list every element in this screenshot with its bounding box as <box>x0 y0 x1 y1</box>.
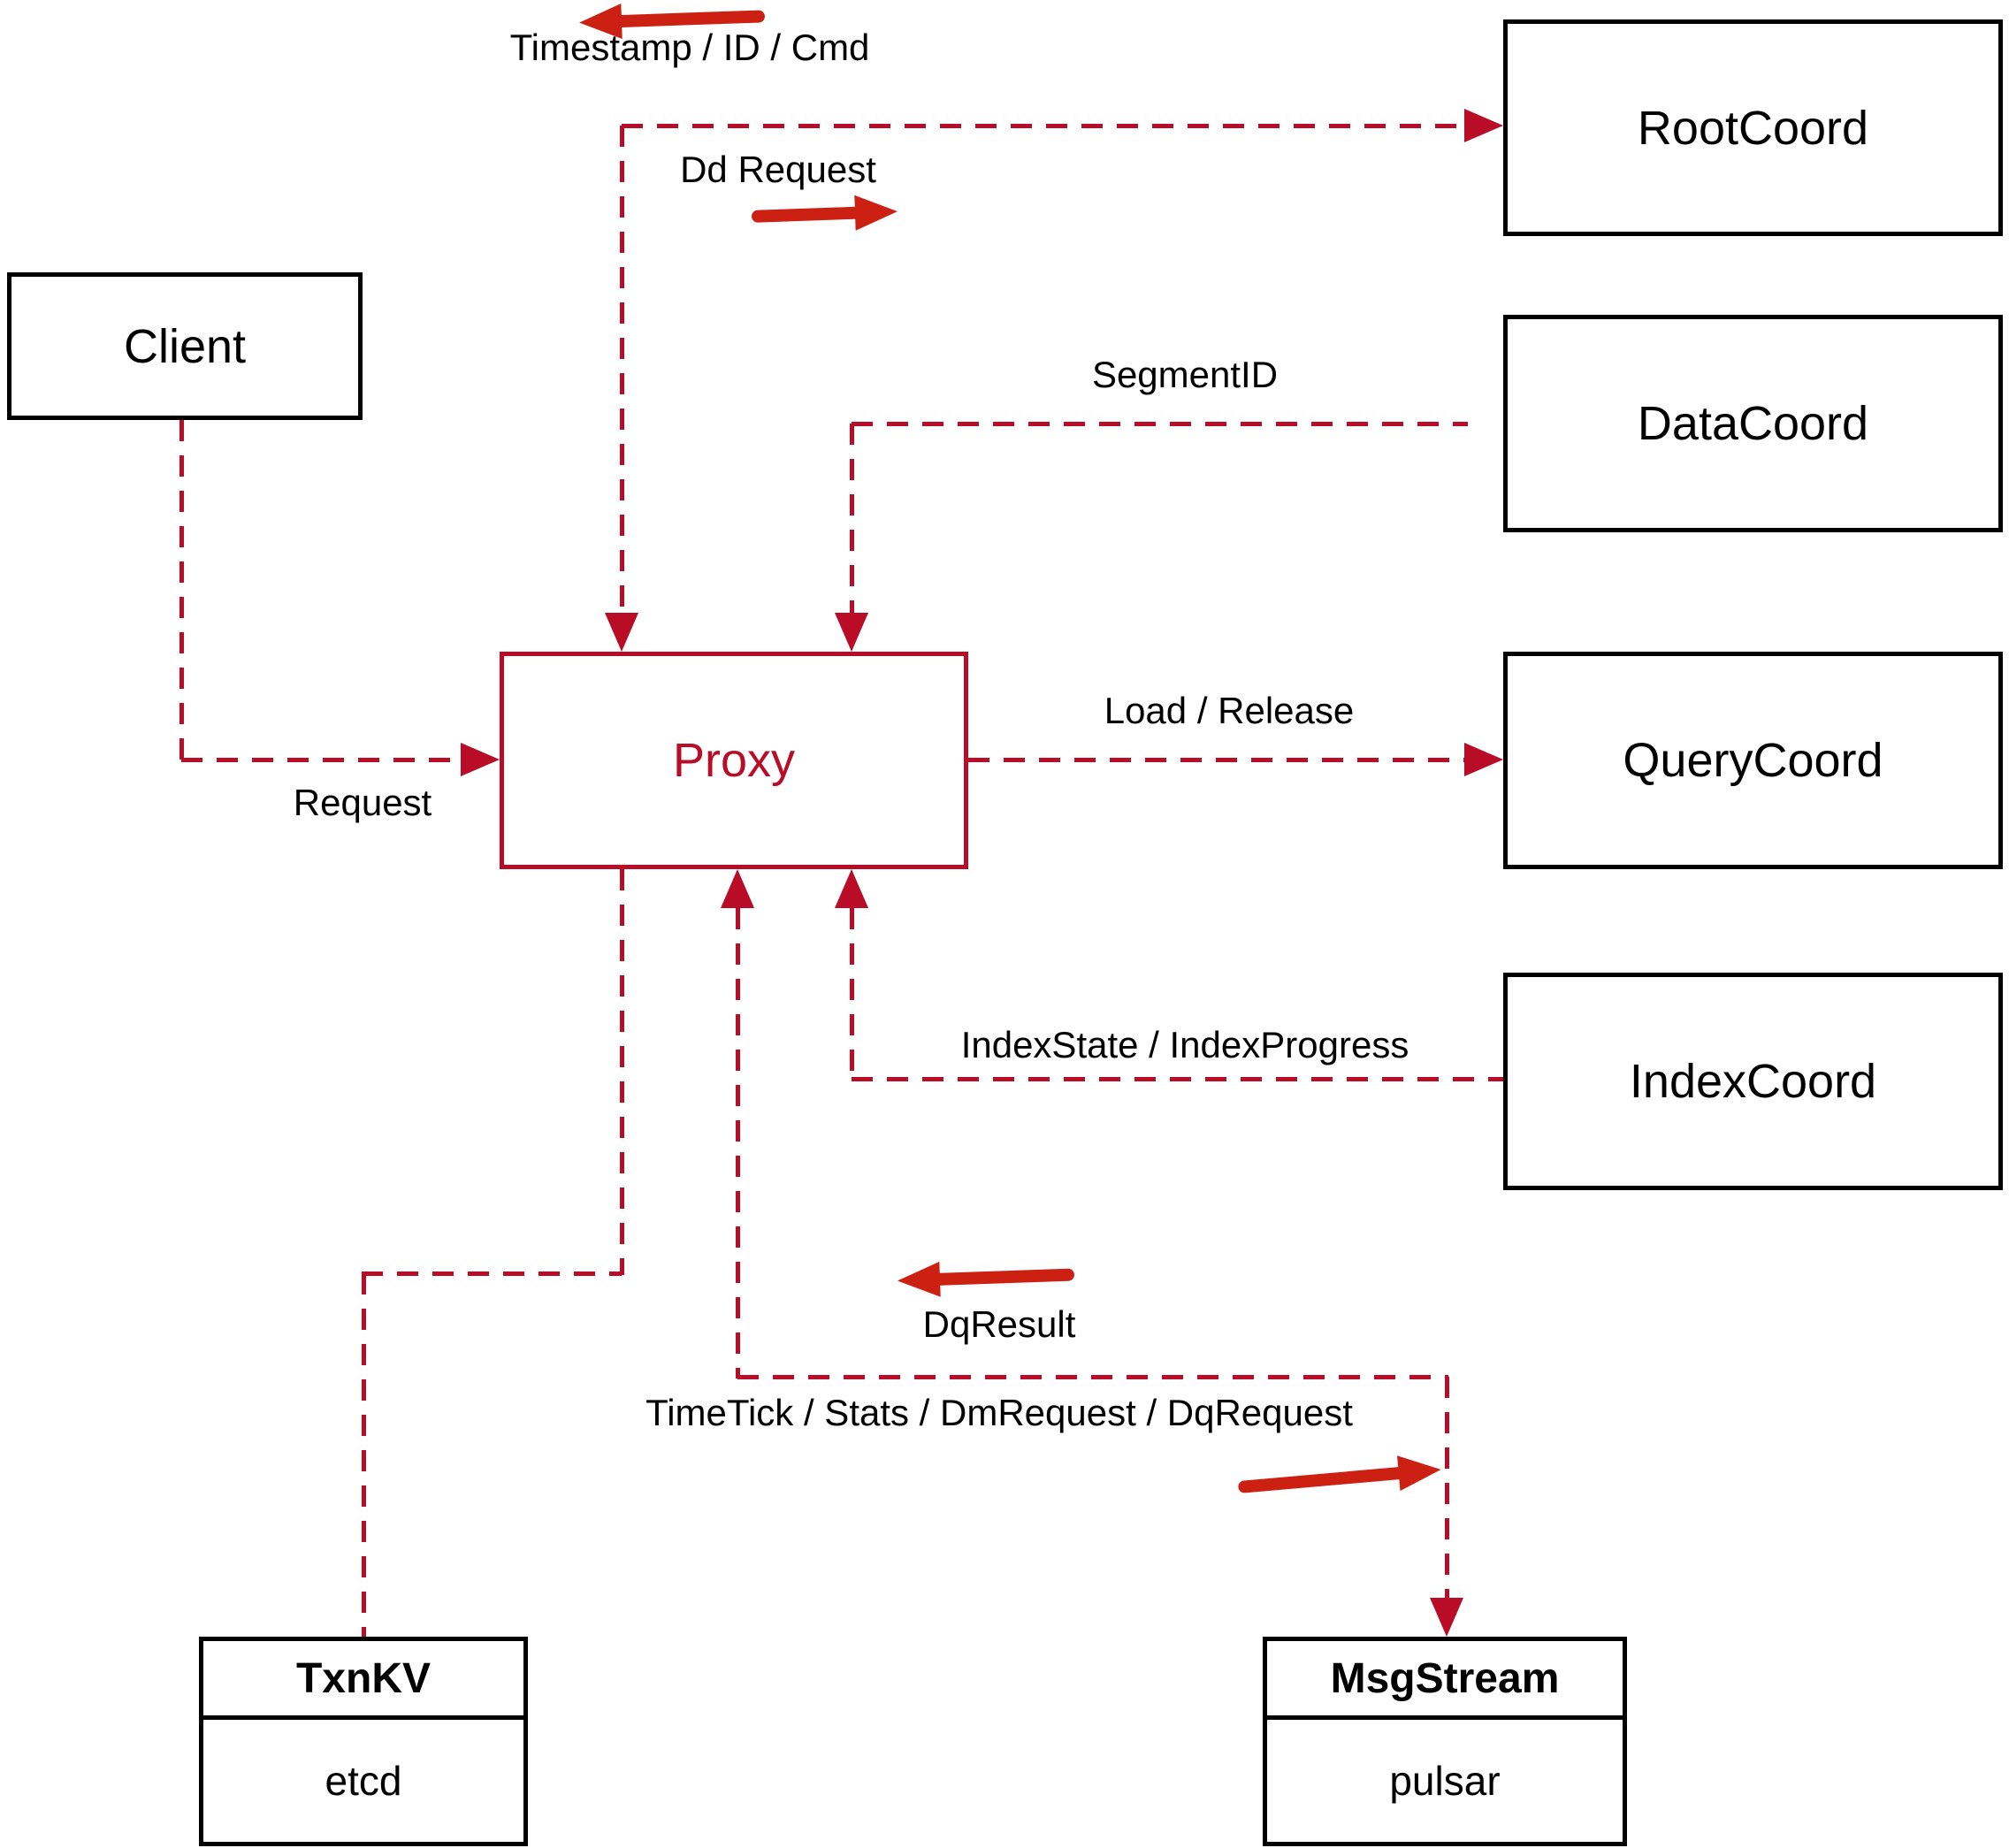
node-txnkv-subtitle: etcd <box>325 1758 402 1804</box>
node-client-label: Client <box>123 319 247 373</box>
label-segment-id: SegmentID <box>1091 354 1279 395</box>
label-request: Request <box>293 782 432 823</box>
edge-msgstream-proxy-vertical <box>736 908 740 1378</box>
node-datacoord-label: DataCoord <box>1637 397 1869 450</box>
node-rootcoord: RootCoord <box>1503 19 2003 236</box>
label-load-release: Load / Release <box>1104 690 1355 731</box>
label-dd-request: Dd Request <box>680 149 876 190</box>
node-proxy-label: Proxy <box>672 734 796 787</box>
node-querycoord-label: QueryCoord <box>1623 734 1883 787</box>
edge-proxy-querycoord-horizontal <box>968 758 1468 762</box>
edge-client-proxy-horizontal <box>181 758 464 762</box>
label-timetick: TimeTick / Stats / DmRequest / DqRequest <box>645 1392 1353 1433</box>
dq-result-arrow-left-icon <box>897 1257 1075 1299</box>
arrowhead-into-proxy-bottom-left-icon <box>721 869 754 908</box>
node-querycoord: QueryCoord <box>1503 652 2003 869</box>
arrowhead-into-proxy-left-icon <box>461 743 500 776</box>
edge-proxy-txnkv-vertical-1 <box>620 869 624 1275</box>
dq-request-arrow-right-icon <box>1237 1452 1443 1505</box>
arrowhead-into-proxy-top-right-icon <box>835 613 868 652</box>
arrowhead-into-proxy-top-left-icon <box>605 613 638 652</box>
edge-rootcoord-proxy-vertical <box>620 126 624 616</box>
node-rootcoord-label: RootCoord <box>1637 101 1869 155</box>
edge-rootcoord-proxy-horizontal <box>622 124 1468 128</box>
edge-client-proxy-vertical <box>180 420 184 761</box>
edge-datacoord-proxy-vertical <box>850 424 854 616</box>
node-msgstream-subtitle: pulsar <box>1389 1758 1501 1804</box>
node-datacoord: DataCoord <box>1503 315 2003 532</box>
node-txnkv-title: TxnKV <box>203 1641 523 1720</box>
label-dq-result: DqResult <box>922 1303 1076 1345</box>
edge-indexcoord-proxy-vertical <box>850 908 854 1079</box>
edge-proxy-txnkv-horizontal <box>362 1271 622 1276</box>
edge-indexcoord-proxy-horizontal <box>852 1077 1503 1081</box>
edge-datacoord-proxy-horizontal <box>852 422 1468 426</box>
node-txnkv: TxnKV etcd <box>199 1637 528 1846</box>
arrowhead-into-proxy-bottom-right-icon <box>835 869 868 908</box>
dd-request-arrow-right-icon <box>751 194 898 234</box>
node-msgstream-title: MsgStream <box>1267 1641 1623 1720</box>
label-index-state: IndexState / IndexProgress <box>960 1024 1409 1065</box>
node-indexcoord: IndexCoord <box>1503 973 2003 1190</box>
edge-proxy-txnkv-vertical-2 <box>362 1273 366 1637</box>
node-proxy: Proxy <box>500 652 968 869</box>
edge-proxy-msgstream-vertical <box>1445 1377 1449 1601</box>
node-indexcoord-label: IndexCoord <box>1629 1055 1877 1108</box>
label-timestamp-id-cmd: Timestamp / ID / Cmd <box>509 27 870 68</box>
node-msgstream: MsgStream pulsar <box>1263 1637 1627 1846</box>
arrowhead-into-rootcoord-icon <box>1464 109 1503 142</box>
node-client: Client <box>7 272 363 420</box>
arrowhead-into-querycoord-icon <box>1464 743 1503 776</box>
arrowhead-into-msgstream-icon <box>1430 1598 1463 1637</box>
edge-proxy-msgstream-horizontal <box>737 1375 1448 1379</box>
